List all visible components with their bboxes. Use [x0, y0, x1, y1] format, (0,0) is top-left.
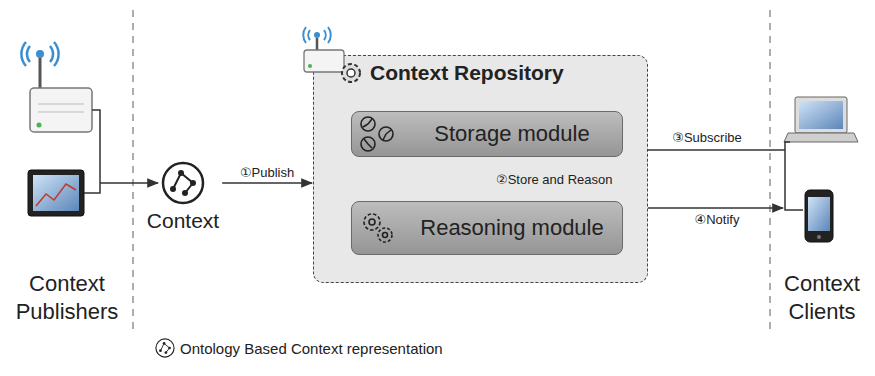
separator-line — [769, 10, 770, 335]
node-text: Reasoning module — [420, 215, 603, 241]
node-text: Context — [147, 209, 219, 233]
legend-row: Ontology Based Context representation — [155, 338, 443, 358]
client-wire — [785, 142, 803, 210]
separator-line — [132, 10, 133, 335]
group-title: Context Repository — [370, 61, 564, 85]
legend-swatch — [155, 338, 175, 358]
flow-label: ③Subscribe — [662, 130, 752, 146]
module-box: Storage module — [351, 111, 623, 157]
node-text: Storage module — [434, 121, 589, 147]
router-icon — [298, 26, 348, 78]
router-icon — [21, 42, 92, 132]
publisher-wire — [84, 110, 158, 193]
ontology-symbol — [161, 161, 205, 205]
module-icon — [358, 208, 398, 252]
edge-label: ①Publish — [238, 165, 296, 180]
module-box: Reasoning module — [351, 201, 623, 255]
context-symbol: Context — [147, 161, 219, 233]
phone-icon — [805, 190, 833, 242]
flow-arrow — [222, 182, 312, 184]
edge-label: ②Store and Reason — [494, 172, 614, 187]
laptop-icon — [784, 97, 858, 142]
flow-label: ④Notify — [682, 212, 752, 228]
tablet-icon — [28, 170, 84, 216]
repository-box: Context RepositoryStorage moduleReasonin… — [313, 55, 648, 283]
legend-text: Ontology Based Context representation — [180, 340, 443, 357]
subscribe-arrow — [626, 149, 785, 151]
column-title: Context Publishers — [4, 270, 130, 325]
gear-icon — [338, 60, 364, 90]
column-title: Context Clients — [773, 270, 871, 325]
module-icon — [358, 114, 408, 158]
